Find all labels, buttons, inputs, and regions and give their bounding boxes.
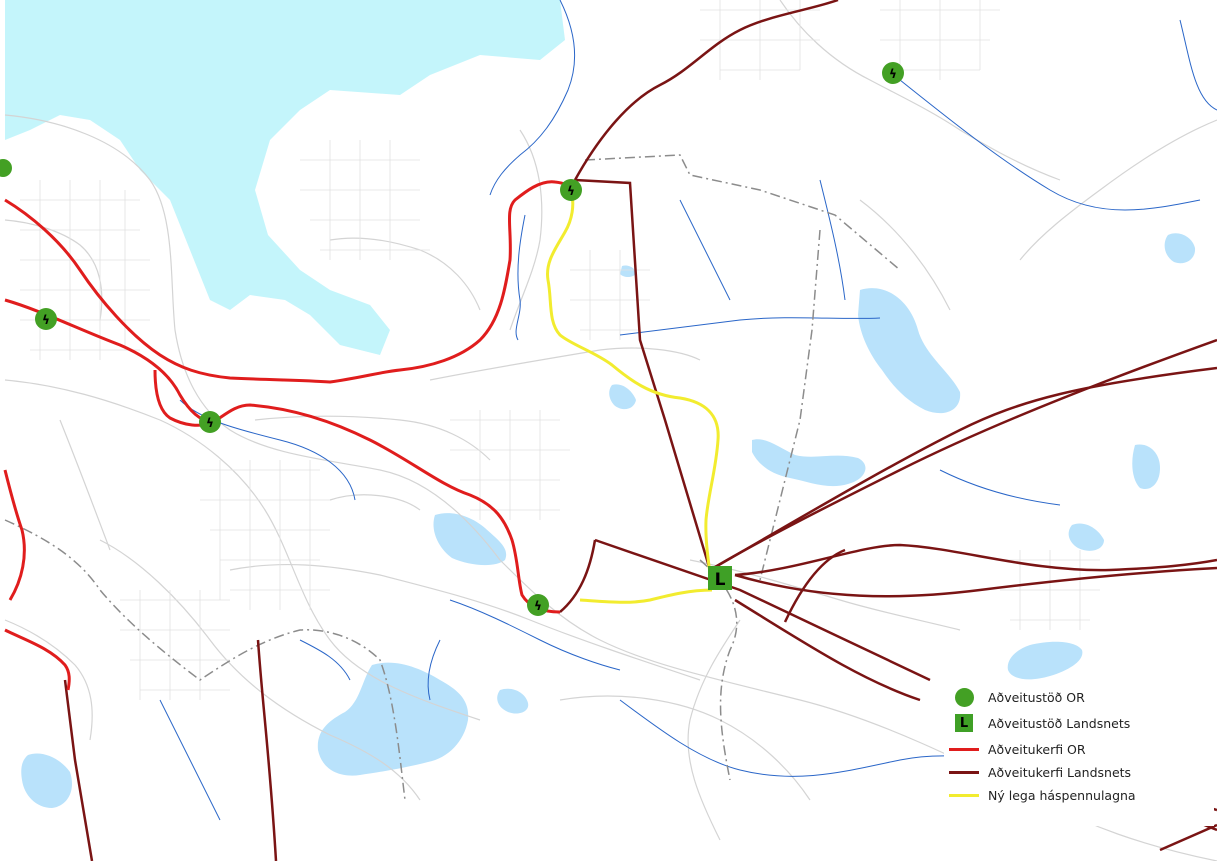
or-substation-2[interactable]: ϟ xyxy=(560,179,582,201)
legend-item-or-lines: Aðveitukerfi OR xyxy=(944,738,1086,760)
legend-label: Aðveitustöð OR xyxy=(988,689,1085,705)
or-substation-5[interactable]: ϟ xyxy=(527,594,549,616)
landsnet-substation[interactable]: L xyxy=(708,566,732,590)
darkred-line-icon xyxy=(949,770,979,774)
svg-text:ϟ: ϟ xyxy=(206,416,214,430)
legend-item-landsnet-lines: Aðveitukerfi Landsnets xyxy=(944,761,1131,783)
yellow-line-icon xyxy=(949,793,979,797)
or-substation-3[interactable]: ϟ xyxy=(35,308,57,330)
green-square-L-icon: L xyxy=(955,714,973,732)
legend-item-landsnet-substation: L Aðveitustöð Landsnets xyxy=(944,712,1130,734)
green-circle-icon xyxy=(954,687,974,707)
svg-text:ϟ: ϟ xyxy=(567,184,575,198)
or-substation-1[interactable]: ϟ xyxy=(882,62,904,84)
map-legend: Aðveitustöð OR L Aðveitustöð Landsnets A… xyxy=(944,686,1214,826)
legend-item-or-substation: Aðveitustöð OR xyxy=(944,686,1085,708)
or-substations: ϟ ϟ ϟ ϟ ϟ xyxy=(0,62,904,616)
svg-text:ϟ: ϟ xyxy=(889,67,897,81)
legend-label: Ný lega háspennulagna xyxy=(988,787,1136,803)
red-line-icon xyxy=(949,747,979,751)
road-network xyxy=(4,0,1217,861)
legend-label: Aðveitustöð Landsnets xyxy=(988,715,1131,731)
municipal-boundaries xyxy=(4,154,901,801)
landsnet-substation-letter: L xyxy=(715,570,726,590)
streams xyxy=(159,0,1217,821)
legend-item-new-route: Ný lega háspennulagna xyxy=(944,784,1136,806)
svg-text:ϟ: ϟ xyxy=(534,599,542,613)
or-substation-6[interactable] xyxy=(0,159,12,177)
sea-area xyxy=(5,0,565,355)
or-substation-4[interactable]: ϟ xyxy=(199,411,221,433)
landsnet-lines xyxy=(63,0,1217,861)
legend-label: Aðveitukerfi OR xyxy=(988,741,1086,757)
svg-text:ϟ: ϟ xyxy=(42,313,50,327)
or-lines xyxy=(3,180,576,691)
legend-label: Aðveitukerfi Landsnets xyxy=(988,764,1132,780)
new-hv-route xyxy=(546,189,720,604)
